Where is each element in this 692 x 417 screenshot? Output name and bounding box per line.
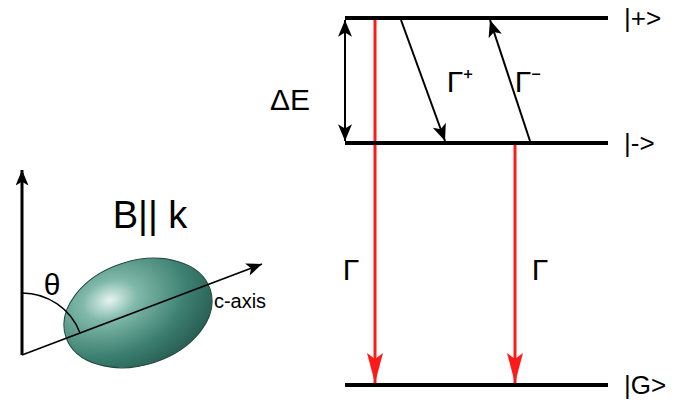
- rate-label: Γ: [532, 255, 549, 285]
- energy-level: |G>: [345, 383, 608, 387]
- field-arrow: [21, 170, 24, 355]
- crystal-ellipsoid: [50, 240, 227, 386]
- transition-arrow: [344, 20, 346, 141]
- state-label: |->: [624, 130, 655, 156]
- axis-label: c-axis: [214, 291, 266, 311]
- transition-arrow: [401, 20, 445, 141]
- rate-label: Γ⁺: [447, 67, 474, 97]
- state-label: |G>: [624, 372, 666, 398]
- energy-level: |+>: [345, 16, 608, 20]
- energy-level: |->: [345, 141, 608, 145]
- rate-label: Γ⁻: [515, 67, 542, 97]
- rate-label: Γ: [343, 255, 360, 285]
- angle-label: θ: [44, 270, 61, 300]
- state-label: |+>: [624, 5, 661, 31]
- rate-label: ΔE: [270, 85, 310, 115]
- field-label: B|| k: [113, 196, 188, 234]
- transition-arrow: [514, 145, 517, 383]
- transition-arrow: [374, 20, 377, 383]
